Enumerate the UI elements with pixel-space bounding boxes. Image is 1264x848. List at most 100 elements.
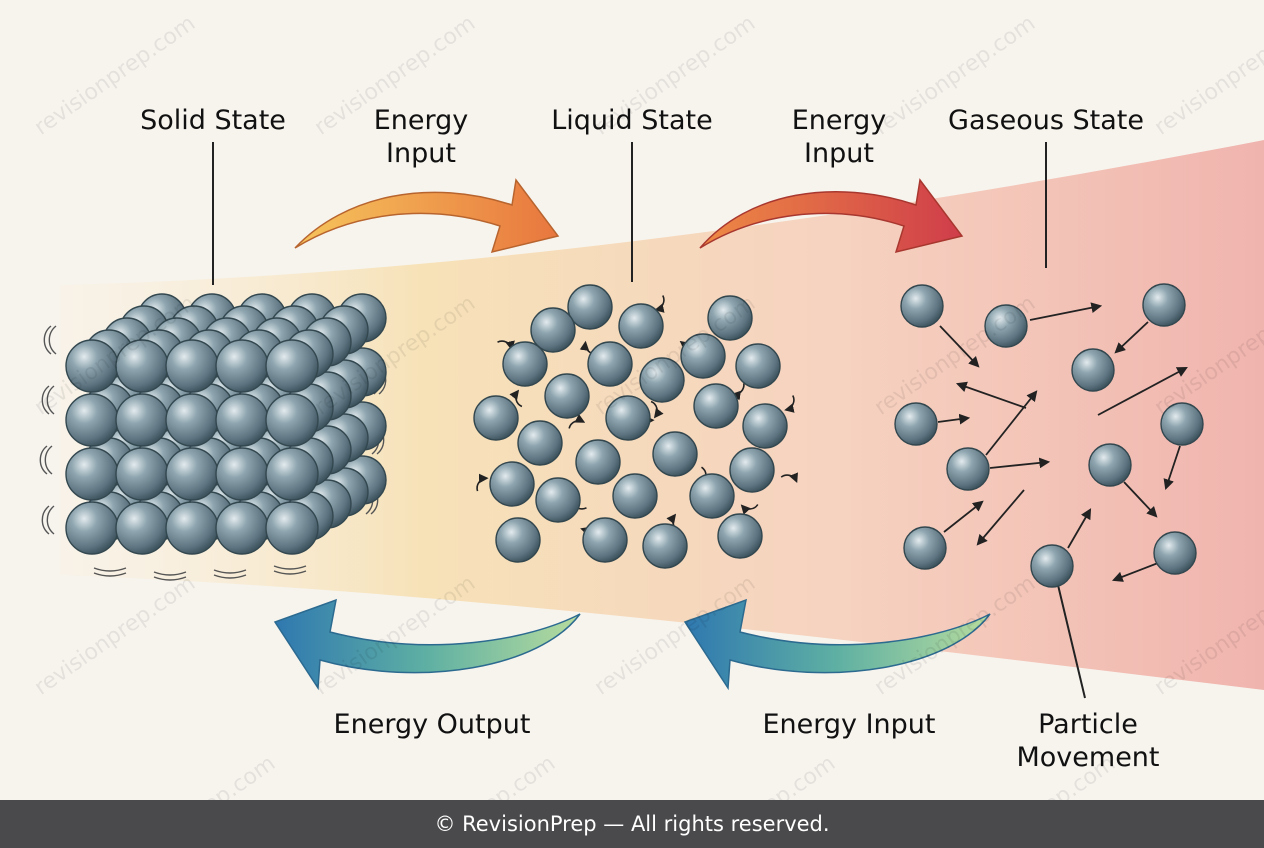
liquid-particle-cluster: [473, 284, 788, 569]
liquid-particle: [517, 420, 563, 466]
particle-movement-label-line1: Particle: [1038, 709, 1138, 740]
vibration-mark: [93, 572, 127, 577]
particle-movement-label: Particle Movement: [990, 708, 1186, 774]
liquid-particle: [717, 513, 763, 559]
gas-particle: [1142, 283, 1186, 327]
solid-particle: [65, 339, 119, 393]
liquid-particle: [575, 439, 621, 485]
gas-particle: [1071, 348, 1115, 392]
liquid-particle: [618, 303, 664, 349]
vibration-mark: [48, 325, 57, 355]
liquid-particle: [742, 403, 788, 449]
gas-particle: [1030, 544, 1074, 588]
liquid-particle: [689, 473, 735, 519]
energy-input-label-3: Energy Input: [762, 709, 936, 740]
gas-motion-arrow: [989, 457, 1051, 469]
vibration-mark: [46, 505, 55, 535]
vibration-mark: [273, 565, 307, 570]
liquid-flow-arrow: [650, 400, 664, 419]
particle-movement-pointer: [1057, 584, 1086, 699]
gas-motion-arrow: [937, 413, 971, 425]
liquid-flow-arrow: [568, 414, 586, 429]
liquid-flow-arrow: [509, 389, 523, 408]
energy-output-arrow-liquid-to-solid: [273, 598, 581, 691]
gas-motion-arrow: [939, 325, 980, 368]
liquid-particle: [642, 523, 688, 569]
liquid-flow-arrow: [476, 473, 489, 492]
gas-particle: [900, 284, 944, 328]
gas-particles: [894, 283, 1204, 588]
gas-motion-arrow: [1097, 366, 1188, 416]
copyright-footer: © RevisionPrep — All rights reserved.: [0, 800, 1264, 848]
gas-motion-arrow: [1123, 481, 1158, 518]
liquid-particle: [680, 333, 726, 379]
liquid-particle: [530, 307, 576, 353]
gas-motion-arrow: [1029, 302, 1103, 321]
solid-particle: [115, 393, 169, 447]
particle-movement-label-line2: Movement: [1016, 742, 1160, 773]
vibration-mark: [39, 445, 48, 475]
solid-particle: [165, 393, 219, 447]
vibration-mark: [153, 571, 187, 576]
solid-particle: [265, 339, 319, 393]
liquid-particle: [495, 517, 541, 563]
energy-input-label-1-line2: Input: [386, 138, 456, 169]
gas-particle: [946, 447, 990, 491]
gas-motion-arrow: [943, 500, 984, 533]
solid-particle: [215, 447, 269, 501]
states-of-matter-diagram: [39, 140, 1264, 699]
solid-particle: [115, 501, 169, 555]
liquid-particle: [652, 431, 698, 477]
liquid-particle: [639, 357, 685, 403]
energy-input-arrow-gas-to-liquid: [683, 598, 991, 691]
gas-particle: [894, 402, 938, 446]
gas-motion-arrow: [985, 390, 1038, 456]
liquid-particle: [735, 343, 781, 389]
liquid-particle: [544, 373, 590, 419]
solid-particle: [265, 447, 319, 501]
solid-particle: [215, 339, 269, 393]
energy-input-label-2-line1: Energy: [791, 105, 887, 136]
energy-input-arrow-solid-to-liquid: [294, 178, 560, 254]
gas-motion-arrow: [1114, 321, 1149, 354]
solid-state-label: Solid State: [140, 105, 286, 136]
solid-particle: [65, 393, 119, 447]
vibration-mark: [46, 385, 55, 415]
liquid-particle: [489, 461, 535, 507]
solid-particle: [65, 501, 119, 555]
vibration-mark: [213, 574, 247, 579]
solid-particle: [165, 339, 219, 393]
energy-input-label-2: Energy Input: [768, 104, 910, 170]
vibration-mark: [41, 385, 50, 415]
vibration-mark: [153, 576, 187, 581]
liquid-particle: [707, 295, 753, 341]
gas-particle: [1153, 531, 1197, 575]
liquid-particle: [612, 473, 658, 519]
vibration-mark: [41, 505, 50, 535]
solid-particle: [265, 393, 319, 447]
gas-motion-arrow: [1163, 445, 1181, 491]
vibration-mark: [213, 569, 247, 574]
liquid-particle: [693, 383, 739, 429]
liquid-flow-arrow: [740, 503, 759, 515]
solid-particle: [215, 501, 269, 555]
liquid-particle: [535, 477, 581, 523]
solid-particle: [215, 393, 269, 447]
gas-particle: [1088, 443, 1132, 487]
liquid-particle: [587, 341, 633, 387]
liquid-particle: [502, 341, 548, 387]
liquid-particle: [605, 395, 651, 441]
gas-motion-arrow: [976, 489, 1025, 546]
liquid-particle: [473, 395, 519, 441]
liquid-particle: [729, 447, 775, 493]
gas-particle: [984, 304, 1028, 348]
solid-particle: [165, 501, 219, 555]
liquid-flow-arrow: [654, 295, 665, 313]
liquid-particle: [582, 517, 628, 563]
solid-particle-lattice: [65, 293, 387, 555]
solid-particle: [165, 447, 219, 501]
solid-particle: [115, 339, 169, 393]
gas-particle: [1160, 402, 1204, 446]
liquid-particle: [567, 284, 613, 330]
vibration-mark: [44, 445, 53, 475]
